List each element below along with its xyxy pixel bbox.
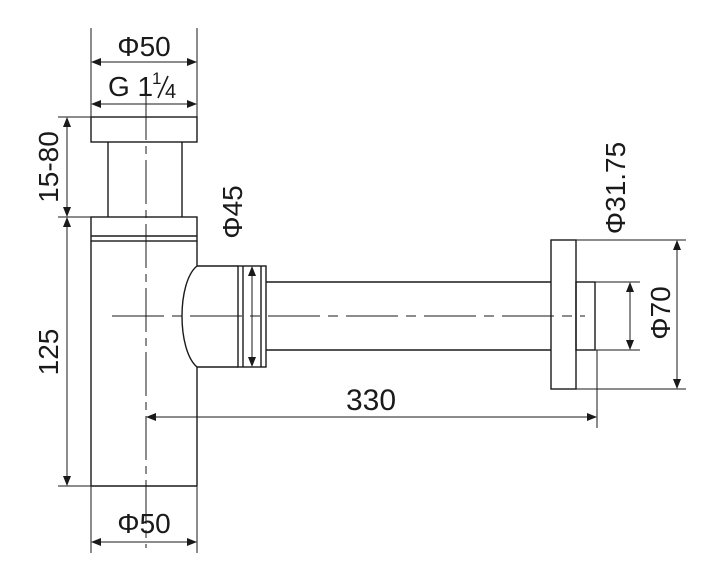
length-label: 330 <box>346 384 396 417</box>
thread-label: G 1 <box>108 71 153 102</box>
wall-flange <box>550 239 577 390</box>
trap-outline <box>90 116 596 487</box>
top-diameter-label: Φ50 <box>117 31 170 62</box>
pipe-diameter-label: Φ31.75 <box>600 142 631 234</box>
body-collar <box>90 216 198 242</box>
thread-fraction-slash <box>157 75 169 99</box>
elbow-curve <box>181 265 198 368</box>
bottom-diameter-label: Φ50 <box>117 508 170 539</box>
extension-lines <box>58 28 686 553</box>
top-cap <box>90 116 198 143</box>
body-height-label: 125 <box>33 329 64 376</box>
adjust-height-label: 15-80 <box>33 131 64 203</box>
thread-label-main: G 1 <box>108 71 153 102</box>
flange-diameter-label: Φ70 <box>645 286 676 339</box>
center-lines <box>112 96 585 548</box>
wall-sleeve <box>575 281 596 351</box>
outlet-diameter-label: Φ45 <box>217 185 248 238</box>
thread-fraction-denominator: 4 <box>165 81 176 103</box>
dimension-lines <box>63 58 681 546</box>
thread-fraction-numerator: 1 <box>152 69 161 88</box>
